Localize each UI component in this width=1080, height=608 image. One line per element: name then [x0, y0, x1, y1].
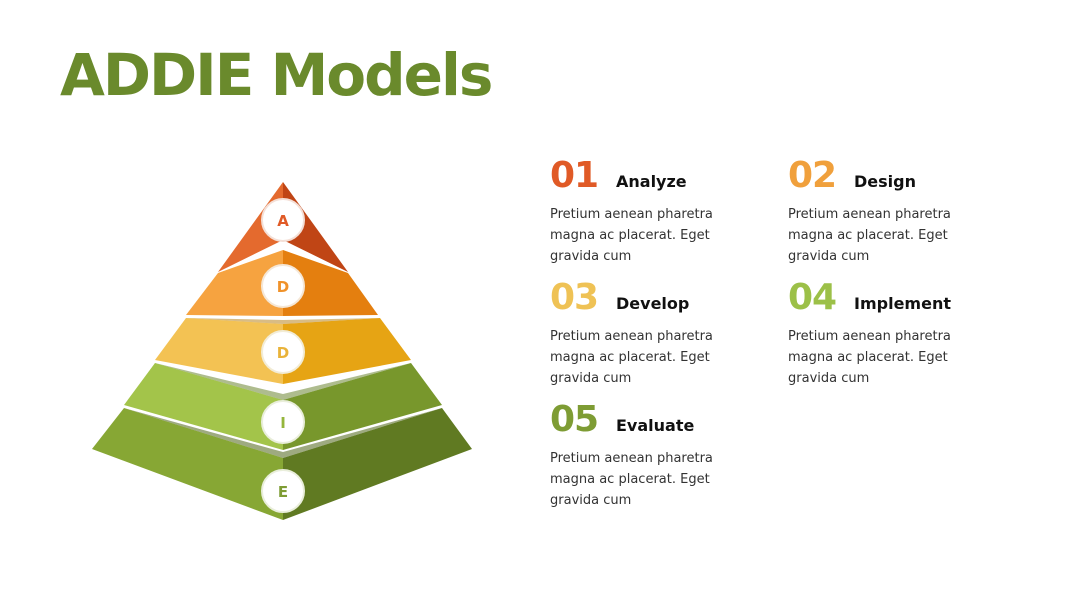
- step-number: 01: [550, 155, 599, 196]
- step-number: 04: [788, 277, 837, 318]
- layer-d1-right: [283, 250, 378, 316]
- letter-circle-i: [261, 400, 305, 444]
- step-implement: 04 Implement Pretium aenean pharetra mag…: [788, 280, 1008, 389]
- letter-circle-d2: [261, 330, 305, 374]
- pyramid-layer-evaluate: E: [92, 408, 472, 520]
- layer-d2-left: [155, 318, 283, 384]
- step-develop: 03 Develop Pretium aenean pharetra magna…: [550, 280, 770, 389]
- addie-pyramid: E I D D A: [92, 182, 472, 520]
- step-design: 02 Design Pretium aenean pharetra magna …: [788, 158, 1008, 267]
- layer-d1-left: [186, 250, 283, 316]
- letter-circle-e: [261, 469, 305, 513]
- step-description: Pretium aenean pharetra magna ac placera…: [788, 329, 951, 386]
- pyramid-layer-analyze: A: [218, 182, 348, 272]
- step-evaluate: 05 Evaluate Pretium aenean pharetra magn…: [550, 402, 770, 511]
- step-title: Develop: [616, 294, 690, 313]
- layer-e-left: [92, 408, 283, 520]
- layer-a-left: [218, 182, 283, 272]
- step-description: Pretium aenean pharetra magna ac placera…: [550, 207, 713, 264]
- letter-d1: D: [277, 278, 289, 296]
- letter-i: I: [280, 414, 286, 432]
- layer-d2-top: [186, 318, 380, 324]
- step-number: 02: [788, 155, 837, 196]
- step-description: Pretium aenean pharetra magna ac placera…: [550, 329, 713, 386]
- step-number: 03: [550, 277, 599, 318]
- page-title: ADDIE Models: [60, 41, 493, 109]
- letter-circle-a: [261, 198, 305, 242]
- step-title: Implement: [854, 294, 951, 313]
- pyramid-layer-implement: I: [124, 363, 442, 450]
- step-description: Pretium aenean pharetra magna ac placera…: [550, 451, 713, 508]
- step-title: Evaluate: [616, 416, 695, 435]
- step-description: Pretium aenean pharetra magna ac placera…: [788, 207, 951, 264]
- layer-d2-right: [283, 318, 411, 384]
- layer-e-right: [283, 408, 472, 520]
- letter-a: A: [277, 212, 289, 230]
- letter-circle-d1: [261, 264, 305, 308]
- letter-e: E: [278, 483, 288, 501]
- pyramid-layer-design: D: [186, 250, 378, 316]
- layer-a-right: [283, 182, 348, 272]
- step-analyze: 01 Analyze Pretium aenean pharetra magna…: [550, 158, 770, 267]
- step-title: Analyze: [616, 172, 687, 191]
- layer-i-right: [283, 363, 442, 450]
- pyramid-layer-develop: D: [155, 318, 411, 384]
- step-title: Design: [854, 172, 916, 191]
- letter-d2: D: [277, 344, 289, 362]
- layer-i-left: [124, 363, 283, 450]
- step-number: 05: [550, 399, 599, 440]
